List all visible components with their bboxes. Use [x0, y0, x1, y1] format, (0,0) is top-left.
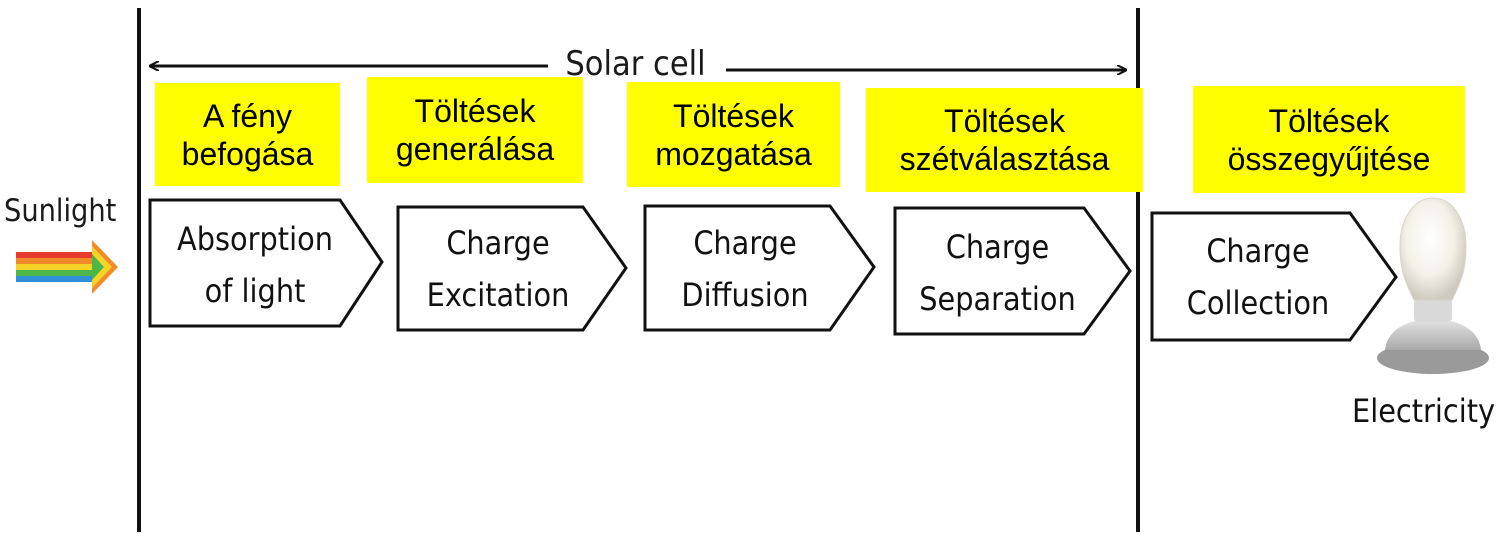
step-2-shape	[396, 205, 628, 332]
step-3-en-label: Charge Diffusion	[681, 224, 809, 314]
light-bulb-icon	[1377, 197, 1489, 374]
step-3-shape	[643, 204, 876, 332]
step-4-shape	[893, 206, 1132, 336]
step-1-en-label: Absorption of light	[177, 220, 333, 310]
step-4-hu-label: Töltések szétválasztása	[866, 88, 1143, 192]
step-4-en-label: Charge Separation	[919, 228, 1076, 318]
step-5-hu-label: Töltések összegyűjtése	[1193, 86, 1465, 193]
step-5-shape	[1150, 211, 1398, 342]
step-5-en-label: Charge Collection	[1186, 232, 1330, 322]
solar-cell-left-boundary	[137, 8, 141, 532]
solar-cell-right-boundary	[1136, 8, 1140, 532]
step-2-hu-label: Töltések generálása	[367, 77, 583, 183]
step-3-hu-label: Töltések mozgatása	[627, 82, 840, 187]
sunlight-label: Sunlight	[4, 193, 117, 229]
step-1-shape	[148, 198, 384, 328]
step-2-en-label: Charge Excitation	[426, 224, 570, 314]
solar-cell-label: Solar cell	[556, 44, 715, 84]
rainbow-arrow-icon	[16, 240, 118, 294]
step-1-hu-label: A fény befogása	[155, 83, 340, 186]
electricity-label: Electricity	[1352, 392, 1496, 430]
